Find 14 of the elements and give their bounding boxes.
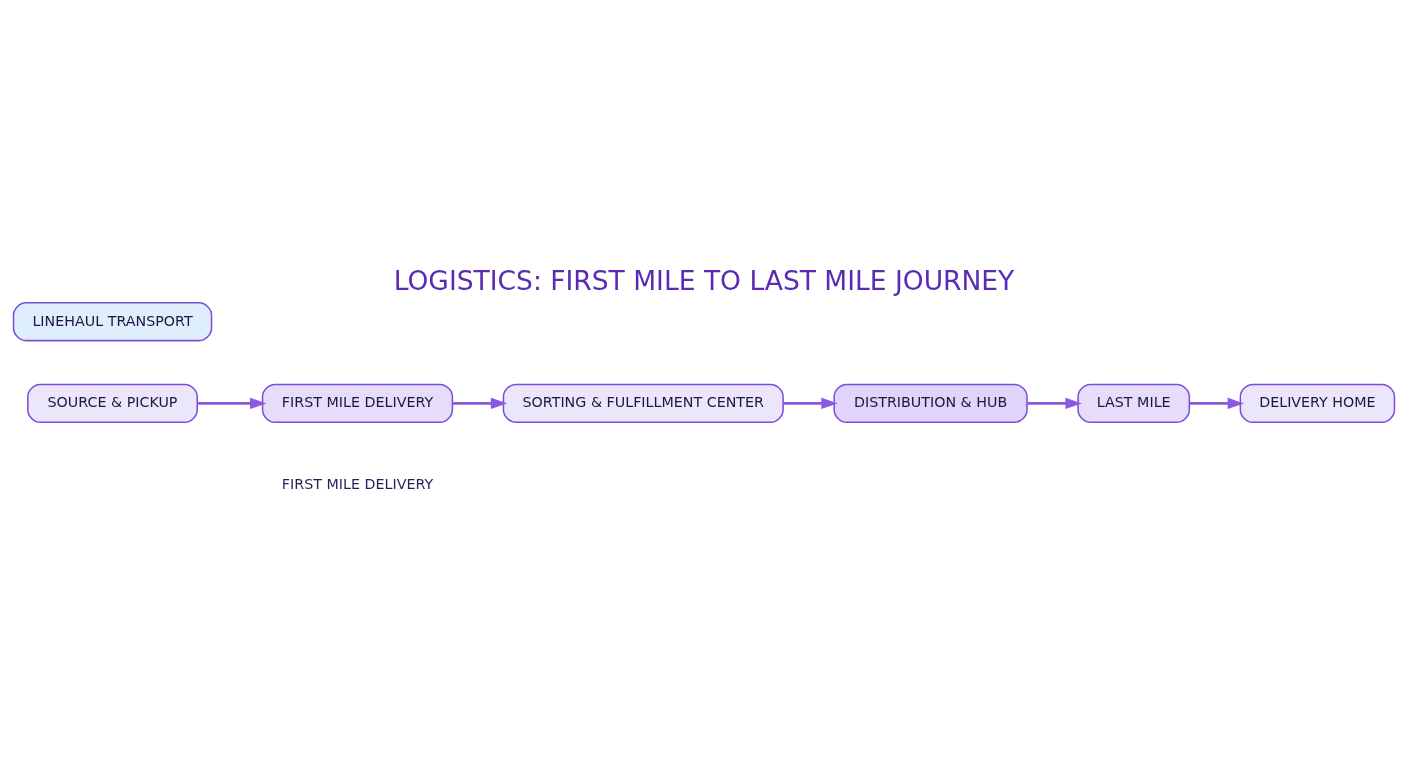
arrow xyxy=(197,397,267,409)
node-box: SORTING & FULFILLMENT CENTER xyxy=(502,383,784,423)
node-box: LINEHAUL TRANSPORT xyxy=(12,301,213,341)
arrow xyxy=(783,397,838,409)
label: FIRST MILE DELIVERY xyxy=(281,475,434,492)
node-box: FIRST MILE DELIVERY xyxy=(261,383,454,423)
node-box: DELIVERY HOME xyxy=(1239,383,1396,423)
diagram-title: LOGISTICS: FIRST MILE TO LAST MILE JOURNEY xyxy=(393,264,1015,296)
node-box: DISTRIBUTION & HUB xyxy=(833,383,1028,423)
node-box: SOURCE & PICKUP xyxy=(27,383,198,423)
arrow xyxy=(1027,397,1082,409)
arrow xyxy=(452,397,508,409)
node-box: LAST MILE xyxy=(1077,383,1191,423)
arrow xyxy=(1189,397,1244,409)
